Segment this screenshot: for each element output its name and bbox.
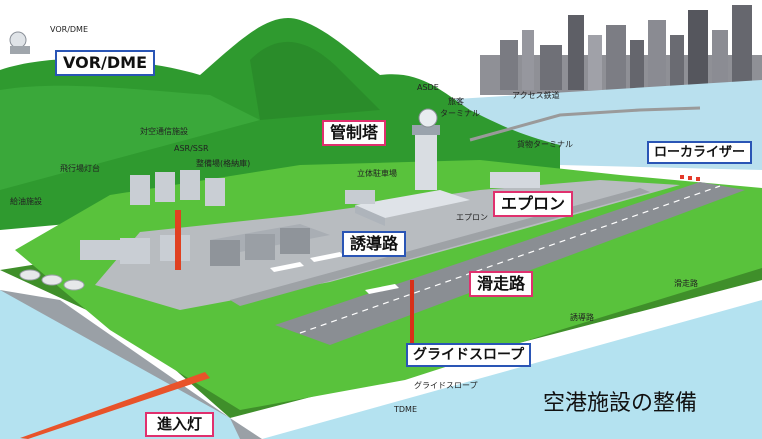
small-label-runway: 滑走路	[674, 279, 698, 288]
fuel-tanks	[19, 269, 85, 291]
small-label-glide-slope: グライドスロープ	[414, 381, 478, 390]
small-label-access-railway: アクセス鉄道	[512, 91, 560, 100]
callout-apron: エプロン	[493, 191, 574, 217]
control-tower	[415, 130, 437, 190]
localizer-lights	[680, 175, 700, 181]
small-label-flight-check: 飛行場灯台	[60, 164, 100, 173]
island-grass	[15, 160, 762, 410]
small-label-vor-dme: VOR/DME	[50, 25, 88, 34]
service-buildings	[80, 170, 225, 264]
small-label-asde: ASDE	[417, 83, 439, 92]
vor-dme-dome	[9, 31, 27, 49]
sea	[0, 290, 240, 439]
small-label-asr-ssr: ASR/SSR	[174, 144, 209, 153]
image-caption: 空港施設の整備	[543, 391, 698, 416]
callout-glide-slope: グライドスロープ	[406, 343, 532, 367]
callout-approach-lights: 進入灯	[145, 412, 215, 437]
city-buildings	[480, 5, 762, 95]
callout-vor-dme: VOR/DME	[55, 50, 155, 76]
taxiway	[230, 188, 650, 306]
parking-building	[345, 190, 375, 204]
airplanes	[270, 252, 399, 294]
small-label-comm-facility: 対空通信施設	[140, 127, 188, 136]
asr-ssr-tower	[175, 210, 181, 270]
small-label-apron: エプロン	[456, 213, 488, 222]
small-label-passenger-2: ターミナル	[440, 109, 480, 118]
small-label-parking: 立体駐車場	[357, 169, 397, 178]
callout-control-tower: 管制塔	[322, 120, 387, 146]
callout-runway: 滑走路	[469, 271, 534, 297]
approach-light-bridge	[20, 372, 210, 439]
small-label-tdme: TDME	[394, 405, 418, 414]
small-label-taxiway: 誘導路	[570, 313, 594, 322]
callout-localizer: ローカライザー	[647, 141, 753, 164]
small-label-fuel: 給油施設	[10, 197, 42, 206]
cargo-terminal	[490, 172, 540, 188]
small-label-hangar: 整備場(格納庫)	[196, 159, 251, 168]
glide-slope-tower	[410, 280, 414, 350]
passenger-terminal	[355, 190, 470, 218]
small-label-cargo-terminal: 貨物ターミナル	[517, 140, 573, 149]
small-label-passenger-1: 旅客	[448, 97, 464, 106]
access-railway	[469, 106, 701, 142]
runway	[275, 182, 745, 345]
callout-taxiway: 誘導路	[342, 231, 407, 257]
